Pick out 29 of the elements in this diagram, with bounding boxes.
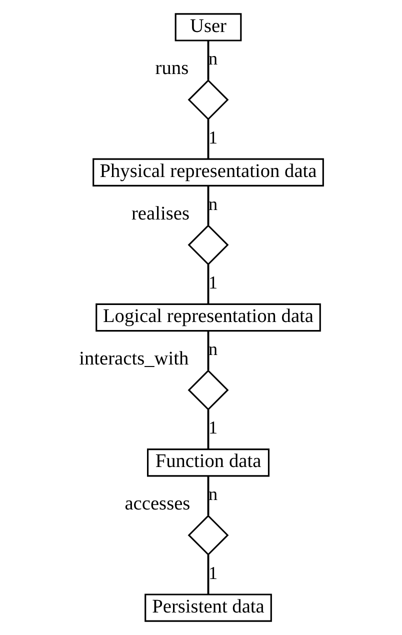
node-diamond [188,370,229,411]
connector [207,554,210,594]
node-box: Physical representation data [92,158,324,186]
edge-label: 1 [208,562,218,583]
connector [207,186,210,226]
connector [207,40,210,80]
edge-label: 1 [208,127,218,148]
node-box: Persistent data [144,594,272,622]
node-diamond [188,514,229,556]
edge-label: n [208,194,218,214]
connector [207,410,210,450]
node-label: interacts_with [79,348,189,370]
node-diamond [188,79,229,120]
edge-label: n [208,484,218,504]
node-box: Logical representation data [96,303,321,332]
connector [207,476,210,516]
edge-label: 1 [208,272,218,292]
node-label: realises [131,203,190,224]
connector [207,330,210,370]
connector [207,119,210,160]
edge-label: n [208,338,218,359]
node-label: runs [155,58,189,80]
node-label: accesses [124,494,190,515]
node-diamond [188,224,229,266]
node-box: User [174,13,242,42]
node-box: Function data [147,448,270,477]
edge-label: 1 [208,418,218,438]
edge-label: n [208,48,218,69]
connector [207,264,210,304]
